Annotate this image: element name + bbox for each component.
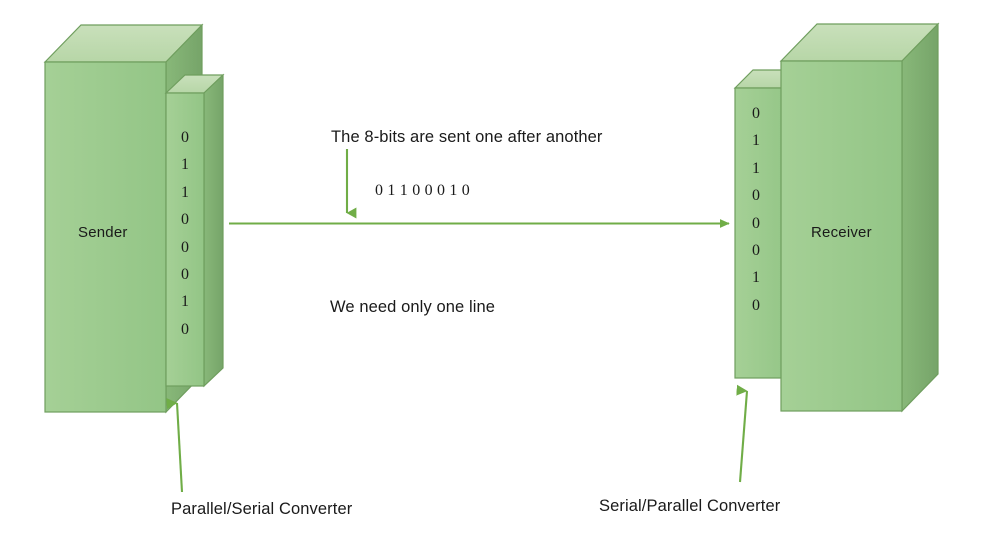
sender-register-side-face <box>203 73 224 388</box>
sender-block-front-face <box>44 61 167 413</box>
serial-parallel-converter-arrow <box>736 384 749 483</box>
receiver-block-front-face <box>780 60 903 412</box>
sender-register-column <box>164 73 225 388</box>
receiver-block <box>779 22 940 413</box>
sender-register-front-face <box>165 92 205 387</box>
receiver-block-side-face <box>901 22 939 413</box>
parallel-serial-converter-arrow <box>166 398 184 493</box>
